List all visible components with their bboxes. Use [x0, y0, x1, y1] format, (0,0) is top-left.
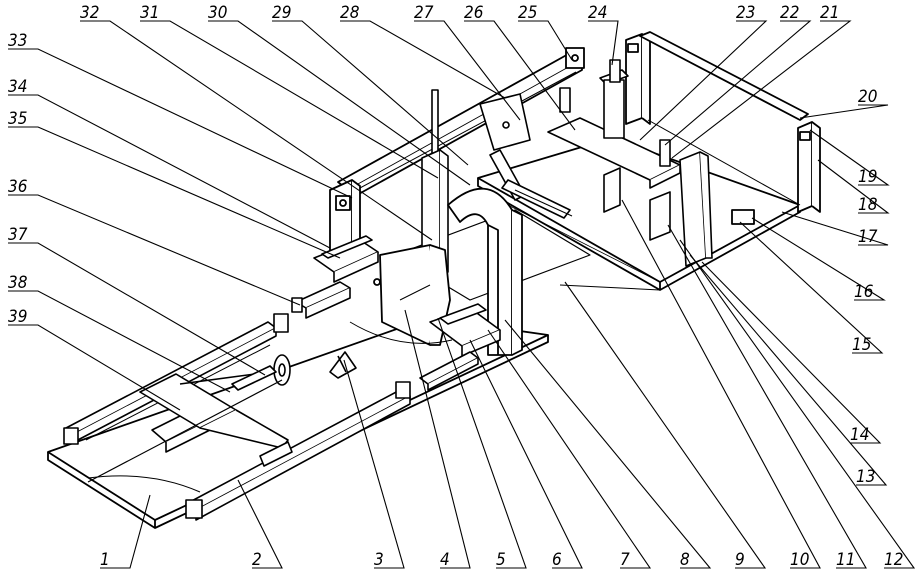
- callout-label-12: 12: [884, 550, 903, 570]
- callout-label-28: 28: [340, 3, 360, 23]
- callout-label-38: 38: [8, 273, 28, 293]
- callout-label-34: 34: [8, 77, 27, 97]
- callout-label-24: 24: [588, 3, 607, 23]
- leader-line-34: [8, 95, 330, 248]
- callout-label-35: 35: [8, 109, 27, 129]
- leader-line-35: [8, 127, 340, 258]
- callout-label-14: 14: [850, 425, 869, 445]
- leader-line-7: [488, 330, 650, 568]
- blade-mount-cylinder: [292, 236, 378, 318]
- callout-label-4: 4: [440, 550, 450, 570]
- callout-label-37: 37: [8, 225, 28, 245]
- callout-label-22: 22: [780, 3, 799, 23]
- callout-label-10: 10: [790, 550, 809, 570]
- leader-line-9: [565, 282, 765, 568]
- callout-label-25: 25: [518, 3, 537, 23]
- callout-label-33: 33: [8, 31, 27, 51]
- callout-label-8: 8: [680, 550, 690, 570]
- callout-label-2: 2: [252, 550, 262, 570]
- leader-line-18: [818, 160, 888, 213]
- callout-label-30: 30: [208, 3, 227, 23]
- callout-label-15: 15: [852, 335, 871, 355]
- callout-label-9: 9: [735, 550, 745, 570]
- callout-label-27: 27: [414, 3, 434, 23]
- callout-label-26: 26: [464, 3, 484, 23]
- leader-line-19: [810, 130, 888, 185]
- callout-label-39: 39: [8, 307, 27, 327]
- callout-label-7: 7: [620, 550, 630, 570]
- callout-label-11: 11: [836, 550, 855, 570]
- callout-label-36: 36: [8, 177, 28, 197]
- callout-label-19: 19: [858, 167, 877, 187]
- leader-line-28: [340, 21, 505, 98]
- leader-line-33: [8, 49, 352, 198]
- leader-line-8: [505, 320, 710, 568]
- leader-line-22: [665, 21, 810, 145]
- callout-label-5: 5: [496, 550, 506, 570]
- leader-line-11: [668, 225, 866, 568]
- callout-label-1: 1: [100, 550, 110, 570]
- leader-line-32: [80, 21, 432, 240]
- callout-label-31: 31: [140, 3, 159, 23]
- leader-line-25: [518, 21, 572, 60]
- callout-label-21: 21: [820, 3, 839, 23]
- leader-line-6: [470, 340, 582, 568]
- callout-label-23: 23: [736, 3, 755, 23]
- callout-label-32: 32: [80, 3, 99, 23]
- leader-line-21: [672, 21, 850, 158]
- leader-line-20: [800, 105, 888, 118]
- callout-label-3: 3: [374, 550, 384, 570]
- callout-label-29: 29: [272, 3, 291, 23]
- leader-line-12: [680, 240, 914, 568]
- leader-line-24: [588, 21, 618, 65]
- callout-label-20: 20: [858, 87, 877, 107]
- callout-label-6: 6: [552, 550, 562, 570]
- leader-line-36: [8, 195, 300, 305]
